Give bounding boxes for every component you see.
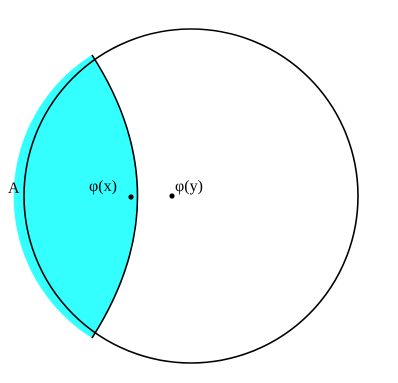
point-label-phi-y: φ(y) — [175, 178, 203, 195]
point-phi-y-dot — [169, 193, 175, 199]
lens-region-a — [13, 55, 138, 338]
region-label-a: A — [8, 180, 20, 197]
outer-circle — [23, 28, 359, 364]
point-phi-x-dot — [128, 194, 134, 200]
inner-arc — [91, 54, 139, 339]
point-label-phi-x: φ(x) — [89, 178, 117, 195]
